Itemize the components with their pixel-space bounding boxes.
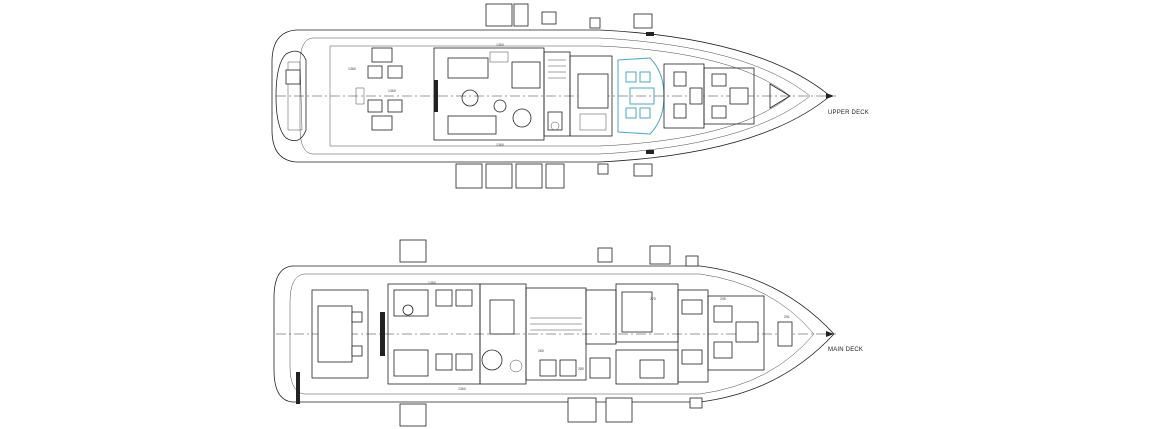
main-deck-fittings bbox=[296, 239, 703, 427]
main-galley-core bbox=[525, 287, 617, 381]
main-aft-deck bbox=[311, 289, 385, 379]
main-dim-5: 251 bbox=[784, 315, 790, 319]
upper-foredeck-seating bbox=[663, 63, 791, 129]
upper-galley bbox=[543, 51, 571, 137]
main-dim-2: 1360 bbox=[458, 387, 466, 391]
upper-deck-bow-arrow bbox=[826, 93, 834, 99]
master-stateroom bbox=[387, 283, 481, 385]
main-deck-label: MAIN DECK bbox=[828, 347, 863, 353]
upper-cabin bbox=[569, 55, 613, 137]
main-dining bbox=[479, 283, 527, 385]
upper-salon bbox=[433, 47, 545, 141]
upper-dim-2: 1360 bbox=[496, 43, 504, 47]
main-dim-6: 295 bbox=[720, 297, 726, 301]
upper-deck-plan: 1360 1360 1360 1360 UPPER DECK bbox=[271, 3, 869, 189]
upper-deck-fittings bbox=[455, 3, 654, 189]
main-dim-3: 270 bbox=[650, 297, 656, 301]
main-dim-1: 1360 bbox=[428, 281, 436, 285]
main-deck-inner-hull bbox=[289, 273, 815, 395]
upper-dim-3: 1360 bbox=[496, 143, 504, 147]
main-deck-bow-arrow bbox=[826, 331, 834, 337]
upper-deck-hull bbox=[271, 29, 831, 163]
upper-dim-1: 1360 bbox=[388, 89, 396, 93]
tender-boat bbox=[275, 50, 307, 142]
aft-lounge bbox=[355, 47, 403, 131]
main-deck-plan: 1360 1360 270 280 251 295 260 MAIN DECK bbox=[273, 239, 863, 427]
main-forward-area bbox=[677, 289, 793, 383]
main-guest-cabin bbox=[615, 283, 679, 385]
main-dim-7: 260 bbox=[538, 349, 544, 353]
main-dim-4: 280 bbox=[578, 367, 584, 371]
main-deck-hull bbox=[273, 265, 835, 403]
upper-dim-4: 1360 bbox=[348, 67, 356, 71]
upper-deck-label: UPPER DECK bbox=[828, 110, 869, 116]
